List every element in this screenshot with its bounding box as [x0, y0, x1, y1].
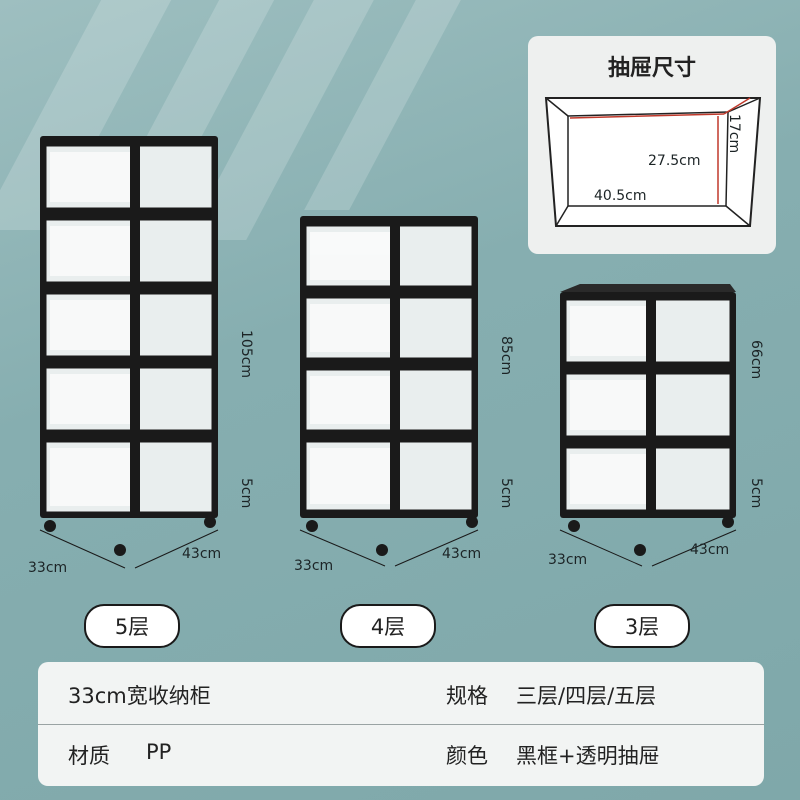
cabinet-3-depth-label: 43cm: [690, 542, 730, 558]
cabinet-3-tier-illustration: [559, 284, 737, 567]
drawer-size-title: 抽屉尺寸: [607, 56, 696, 81]
spec-divider: [38, 724, 764, 725]
cabinet-3-wheel-label: 5cm: [748, 478, 764, 509]
cabinet-4-tier-illustration: [299, 216, 479, 567]
drawer-width-label: 40.5cm: [594, 188, 647, 204]
material-label: 材质: [68, 744, 110, 768]
cabinet-4-height-label: 85cm: [498, 336, 514, 376]
drawer-height-label: 17cm: [726, 114, 742, 154]
color-value: 黑框+透明抽屉: [516, 744, 660, 768]
cabinet-5-depth-label: 43cm: [182, 546, 222, 562]
cabinet-5-tier-illustration: [39, 136, 219, 569]
cabinet-5-width-label: 33cm: [28, 560, 68, 576]
color-label: 颜色: [446, 744, 488, 768]
cabinet-5-height-label: 105cm: [238, 330, 254, 379]
cabinet-4-width-label: 33cm: [294, 558, 334, 574]
cabinet-4-depth-label: 43cm: [442, 546, 482, 562]
spec-value: 三层/四层/五层: [516, 684, 657, 708]
cabinet-5-tier: 105cm 5cm 33cm 43cm: [28, 130, 254, 576]
material-value: PP: [146, 740, 172, 764]
cabinet-4-wheel-label: 5cm: [498, 478, 514, 509]
drawer-depth-label: 27.5cm: [648, 153, 701, 169]
cabinet-3-tier: 66cm 5cm 33cm 43cm: [548, 282, 764, 572]
drawer-outline-diagram: [544, 97, 762, 227]
spec-label: 规格: [446, 684, 488, 708]
tier-badge-3: 3层: [594, 604, 690, 648]
cabinet-3-width-label: 33cm: [548, 552, 588, 568]
cabinet-5-wheel-label: 5cm: [238, 478, 254, 509]
tier-badge-5: 5层: [84, 604, 180, 648]
cabinet-3-height-label: 66cm: [748, 340, 764, 380]
product-name: 33cm宽收纳柜: [68, 684, 211, 708]
spec-panel: 33cm宽收纳柜 规格 三层/四层/五层 材质 PP 颜色 黑框+透明抽屉: [38, 662, 764, 786]
cabinet-4-tier: 85cm 5cm 33cm 43cm: [290, 210, 514, 574]
drawer-size-panel: 抽屉尺寸 17cm 27.5cm 40.5cm: [528, 36, 776, 254]
tier-badge-4: 4层: [340, 604, 436, 648]
